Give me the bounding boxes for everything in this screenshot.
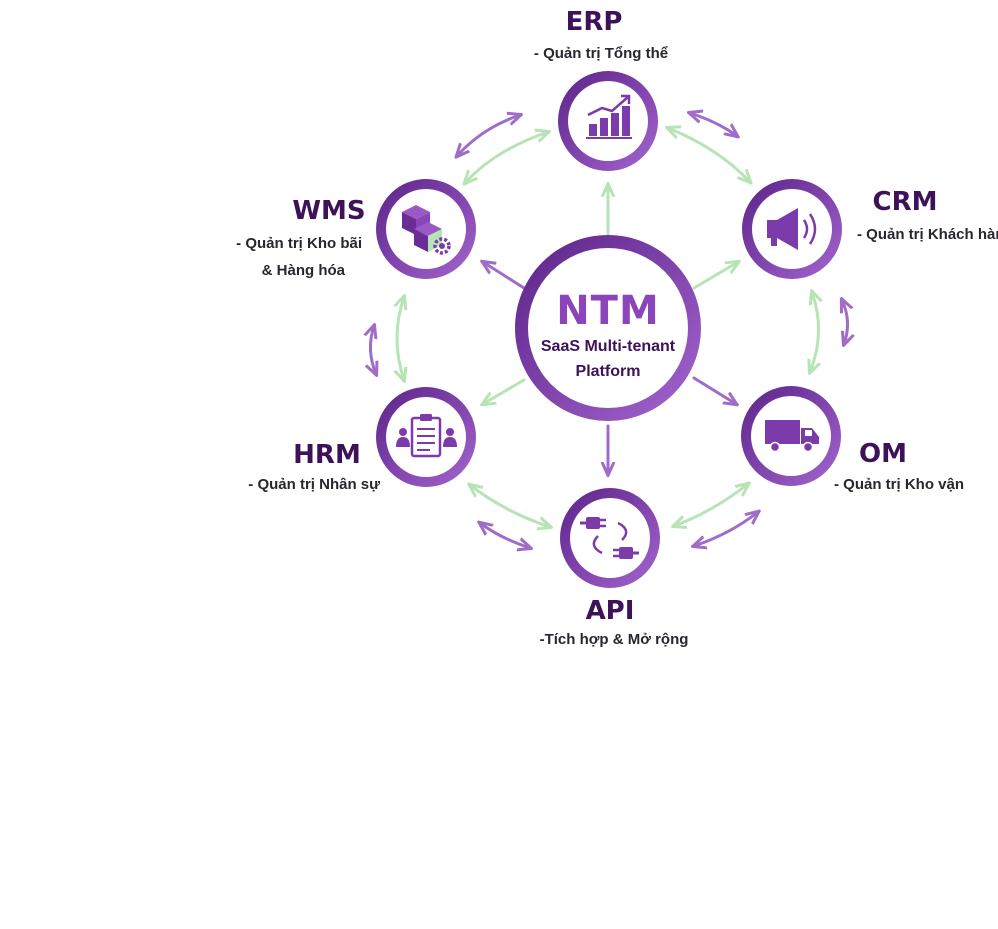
plug-connector-icon [580, 517, 639, 559]
bar-chart-growth-icon [586, 94, 632, 139]
arrow-api-hrm-green [470, 485, 550, 527]
arrow-hrm-wms-purple [370, 326, 376, 374]
arrow-crm-om-green [810, 292, 819, 372]
module-om[interactable]: OM - Quản trị Kho vận [741, 386, 964, 493]
om-title: OM [859, 439, 907, 469]
center-title: NTM [556, 288, 660, 334]
arrow-hrm-wms-green [397, 297, 404, 380]
megaphone-icon [767, 208, 817, 250]
hrm-desc: - Quản trị Nhân sự [248, 476, 380, 493]
spoke-om [692, 376, 736, 404]
arrow-om-api-purple [694, 512, 758, 546]
arrow-erp-wms-green [465, 132, 548, 183]
wms-desc-line1: - Quản trị Kho bãi [236, 235, 362, 252]
crm-title: CRM [873, 187, 938, 217]
arrow-erp-wms-purple [457, 115, 520, 156]
center-subtitle-line1: SaaS Multi-tenant [541, 338, 676, 355]
om-desc: - Quản trị Kho vận [834, 476, 964, 493]
arrow-om-api-green [674, 484, 748, 526]
crm-desc: - Quản trị Khách hàng [857, 226, 998, 243]
module-hrm[interactable]: HRM - Quản trị Nhân sự [248, 387, 476, 493]
hrm-title: HRM [293, 440, 361, 470]
api-desc: -Tích hợp & Mở rộng [540, 631, 689, 648]
erp-title: ERP [566, 7, 623, 37]
spoke-wms [483, 262, 526, 290]
arrow-crm-om-purple [842, 300, 848, 344]
wms-desc-line2: & Hàng hóa [262, 262, 346, 279]
boxes-gear-icon [402, 205, 451, 255]
module-api[interactable]: API -Tích hợp & Mở rộng [540, 488, 689, 648]
arrow-api-hrm-purple [480, 523, 530, 548]
arrow-erp-crm-purple [690, 113, 737, 136]
module-erp[interactable]: ERP - Quản trị Tổng thể [534, 7, 668, 171]
delivery-truck-icon [765, 420, 819, 453]
spoke-crm [692, 262, 738, 290]
spoke-hrm [483, 378, 526, 404]
clipboard-people-icon [396, 414, 457, 458]
erp-desc: - Quản trị Tổng thể [534, 45, 668, 62]
module-wms[interactable]: WMS - Quản trị Kho bãi & Hàng hóa [236, 179, 476, 279]
outer-arrows [370, 113, 847, 548]
module-crm[interactable]: CRM - Quản trị Khách hàng [742, 179, 998, 279]
center-node: NTM SaaS Multi-tenant Platform [515, 235, 701, 421]
arrow-erp-crm-green [668, 128, 750, 182]
api-title: API [586, 596, 635, 626]
wms-title: WMS [292, 196, 365, 226]
center-subtitle-line2: Platform [576, 363, 641, 380]
spoke-arrows [483, 185, 738, 474]
